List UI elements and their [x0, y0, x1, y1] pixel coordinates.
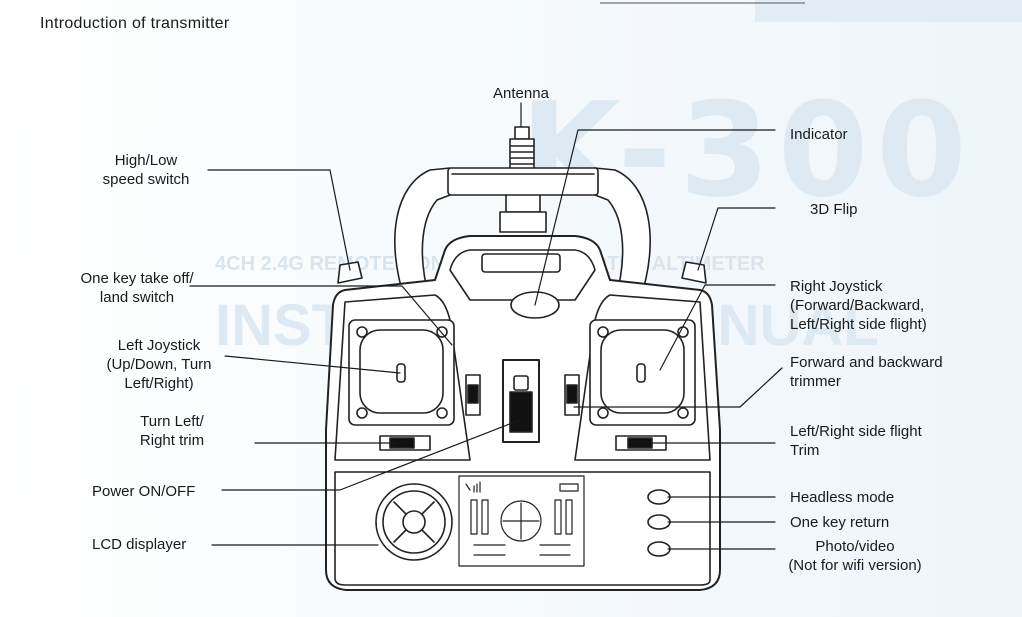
label-speed-switch: High/Low speed switch	[102, 152, 190, 188]
vertical-trims	[465, 374, 580, 416]
label-antenna: Antenna	[493, 85, 549, 102]
label-power: Power ON/OFF	[92, 483, 196, 500]
label-key-return: One key return	[790, 514, 890, 531]
label-3d-flip: 3D Flip	[810, 201, 858, 218]
left-stick-housing	[348, 319, 455, 426]
d-pad	[375, 483, 453, 561]
label-headless: Headless mode	[790, 489, 895, 506]
power-switch	[502, 359, 540, 443]
indicator-slot	[481, 253, 561, 273]
carry-handle	[394, 167, 651, 301]
label-lcd: LCD displayer	[92, 536, 187, 553]
label-indicator: Indicator	[790, 126, 848, 143]
leader-lines	[189, 102, 783, 550]
antenna	[499, 126, 547, 233]
function-buttons	[647, 489, 671, 557]
label-turn-trim: Turn Left/ Right trim	[139, 413, 205, 449]
label-fb-trimmer: Forward and backward trimmer	[790, 354, 943, 390]
label-side-trim: Left/Right side flight Trim	[790, 423, 922, 459]
lower-panel	[334, 471, 711, 586]
watermark-bar	[755, 0, 1022, 22]
page-title: Introduction of transmitter	[40, 15, 230, 32]
lcd-display	[458, 475, 585, 567]
label-right-joystick: Right Joystick (Forward/Backward, Left/R…	[790, 278, 927, 333]
body-inner-band	[334, 294, 711, 461]
label-photo-video: Photo/video (Not for wifi version)	[788, 538, 922, 574]
label-left-joystick: Left Joystick (Up/Down, Turn Left/Right)	[106, 337, 212, 392]
shoulder-switches	[337, 261, 707, 284]
right-stick-housing	[589, 319, 696, 426]
watermark-brand: K-300	[520, 74, 975, 226]
label-takeoff-land: One key take off/ land switch	[80, 270, 194, 306]
